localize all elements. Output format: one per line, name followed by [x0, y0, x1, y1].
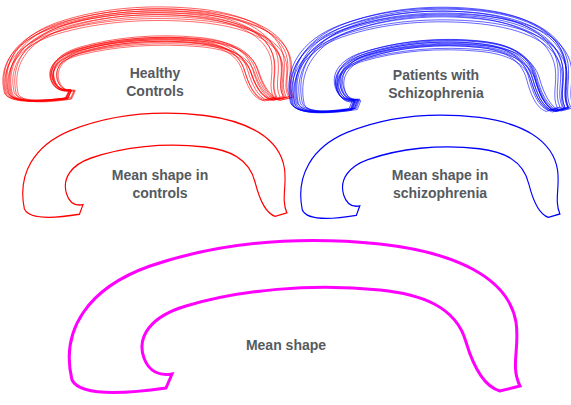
patient-outlines [289, 7, 571, 113]
overall-mean-shape [69, 241, 520, 393]
shape-label: Patients with Schizophrenia [379, 66, 494, 102]
shape-label: Mean shape in controls [110, 166, 210, 202]
control-outlines [3, 7, 294, 102]
shape-label: Healthy Controls [110, 64, 200, 100]
shape-label: Mean shape [226, 336, 346, 354]
control-mean-shape [23, 113, 287, 217]
shape-label: Mean shape in schizophrenia [378, 166, 503, 202]
patient-mean-shape [301, 115, 560, 218]
